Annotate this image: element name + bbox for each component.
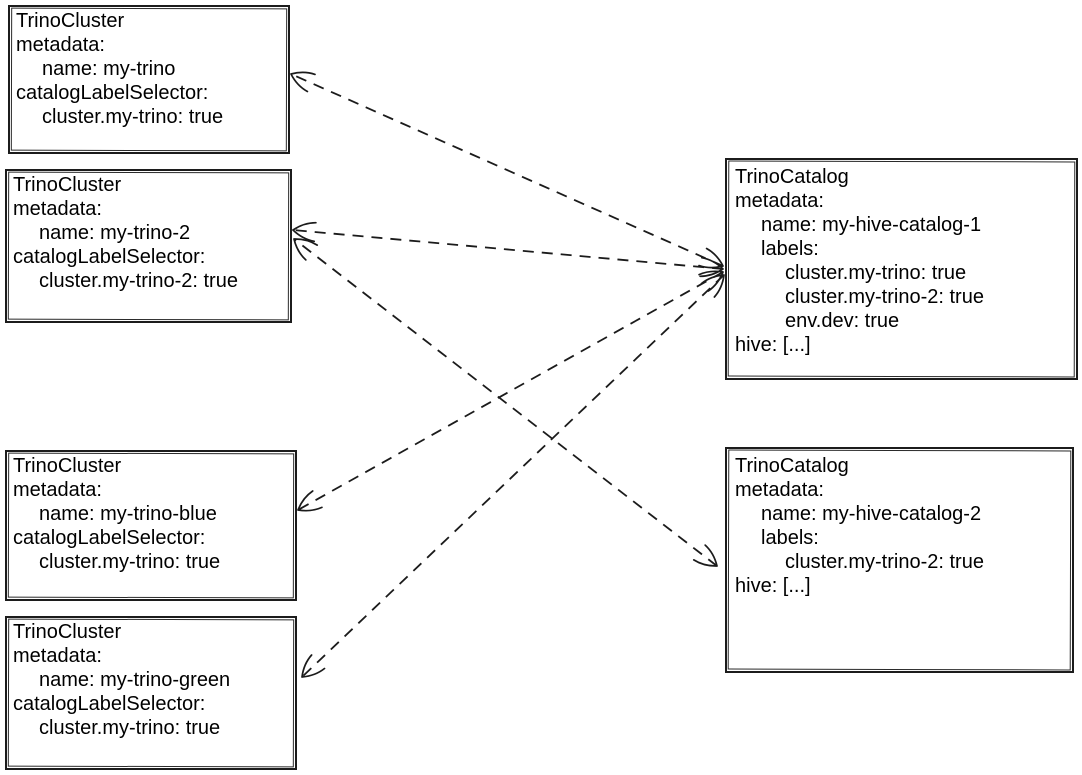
- node-text-line: name: my-trino-2: [39, 222, 191, 244]
- node-text-line: metadata:: [735, 479, 824, 501]
- node-text-line: metadata:: [13, 198, 102, 220]
- node-text-line: cluster.my-trino: true: [39, 551, 221, 573]
- connection-line: [292, 229, 724, 270]
- connection-line: [301, 274, 725, 678]
- node-text-line: catalogLabelSelector:: [16, 82, 209, 104]
- node-text-line: metadata:: [13, 479, 102, 501]
- connection-my-hive-catalog-1--my-trino-blue: [297, 270, 724, 512]
- arrowhead: [292, 221, 724, 278]
- node-text-line: TrinoCluster: [13, 621, 122, 643]
- node-text-line: catalogLabelSelector:: [13, 693, 206, 715]
- node-text-line: name: my-hive-catalog-2: [761, 503, 982, 525]
- node-text-line: labels:: [761, 527, 819, 549]
- connection-my-hive-catalog-1--my-trino: [290, 71, 724, 269]
- node-text-line: hive: [...]: [735, 334, 811, 356]
- node-text-line: cluster.my-trino-2: true: [785, 286, 984, 308]
- node-text-line: labels:: [761, 238, 819, 260]
- arrowhead: [297, 270, 724, 512]
- connection-my-hive-catalog-1--my-trino-2: [292, 221, 724, 278]
- node-text-line: metadata:: [13, 645, 102, 667]
- node-text-line: TrinoCluster: [16, 10, 125, 32]
- node-text-line: TrinoCatalog: [735, 455, 849, 477]
- node-text-line: name: my-trino: [42, 58, 176, 80]
- connection-my-hive-catalog-2--my-trino-2: [293, 238, 718, 567]
- connection-my-hive-catalog-1--my-trino-green: [301, 274, 725, 678]
- arrowhead: [290, 71, 724, 269]
- node-text-line: cluster.my-trino-2: true: [785, 551, 984, 573]
- node-text-line: name: my-trino-blue: [39, 503, 217, 525]
- node-text-line: catalogLabelSelector:: [13, 527, 206, 549]
- node-text-line: TrinoCatalog: [735, 166, 849, 188]
- node-text-line: catalogLabelSelector:: [13, 246, 206, 268]
- arrowhead: [301, 274, 725, 678]
- node-text-line: hive: [...]: [735, 575, 811, 597]
- node-text-line: TrinoCluster: [13, 174, 122, 196]
- node-text-line: metadata:: [735, 190, 824, 212]
- node-text-line: cluster.my-trino: true: [42, 106, 224, 128]
- connection-line: [290, 73, 724, 267]
- connection-line: [297, 271, 724, 511]
- node-text-line: cluster.my-trino: true: [785, 262, 967, 284]
- node-text-line: name: my-trino-green: [39, 669, 231, 691]
- arrowhead: [293, 238, 718, 567]
- node-text-line: metadata:: [16, 34, 105, 56]
- node-text-line: env.dev: true: [785, 310, 900, 332]
- node-text-line: cluster.my-trino: true: [39, 717, 221, 739]
- node-text-line: TrinoCluster: [13, 455, 122, 477]
- node-text-line: name: my-hive-catalog-1: [761, 214, 982, 236]
- node-text-line: cluster.my-trino-2: true: [39, 270, 238, 292]
- connection-line: [293, 238, 718, 567]
